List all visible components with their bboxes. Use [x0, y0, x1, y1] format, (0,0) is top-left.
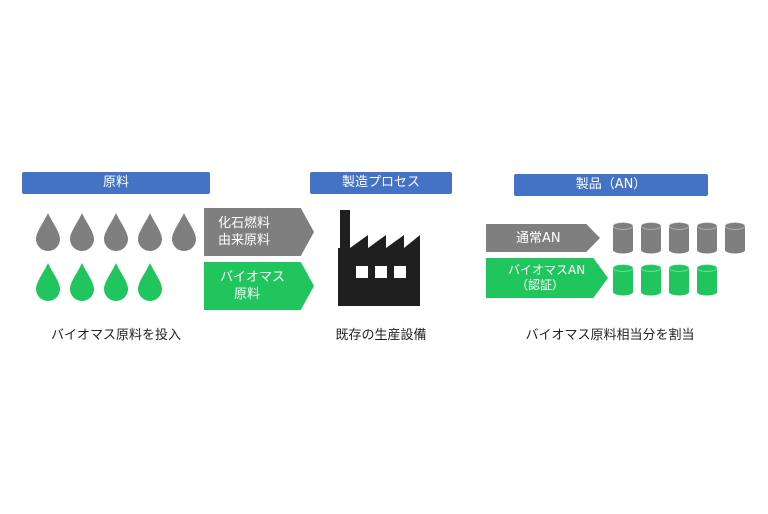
biomass-label-line1: バイオマス — [220, 270, 286, 285]
green-drop-icon — [68, 262, 96, 302]
biomass-an-label-line2: （認証） — [516, 278, 565, 292]
fossil-input-arrow: 化石燃料 由来原料 — [204, 208, 314, 256]
process-header: 製造プロセス — [310, 172, 452, 194]
gray-drop-icon — [68, 212, 96, 252]
biomass-input-arrow: バイオマス 原料 — [204, 262, 314, 310]
green-cylinder-icon — [696, 264, 718, 296]
product-header: 製品（AN） — [514, 174, 708, 196]
gray-cylinder-icon — [668, 222, 690, 254]
raw-material-header: 原料 — [22, 172, 210, 194]
normal-an-label: 通常AN — [516, 230, 561, 246]
biomass-label-line2: 原料 — [234, 287, 261, 302]
raw-material-caption: バイオマス原料を投入 — [50, 328, 181, 343]
gray-cylinder-icon — [724, 222, 746, 254]
fossil-label-line1: 化石燃料 — [218, 216, 271, 231]
gray-drop-icon — [102, 212, 130, 252]
product-caption: バイオマス原料相当分を割当 — [525, 328, 695, 343]
gray-cylinder-icon — [640, 222, 662, 254]
gray-drop-icon — [170, 212, 198, 252]
green-cylinder-icon — [612, 264, 634, 296]
green-cylinder-icon — [668, 264, 690, 296]
gray-cylinder-icon — [696, 222, 718, 254]
normal-an-arrow: 通常AN — [486, 224, 600, 252]
gray-cylinder-icon — [612, 222, 634, 254]
factory-icon — [336, 208, 422, 306]
gray-drop-icon — [34, 212, 62, 252]
green-drop-icon — [102, 262, 130, 302]
gray-drop-icon — [136, 212, 164, 252]
green-drop-icon — [34, 262, 62, 302]
biomass-an-label-line1: バイオマスAN — [508, 263, 586, 277]
fossil-label-line2: 由来原料 — [218, 233, 271, 248]
green-drop-icon — [136, 262, 164, 302]
biomass-an-arrow: バイオマスAN （認証） — [486, 258, 608, 298]
process-caption: 既存の生産設備 — [335, 328, 427, 343]
green-cylinder-icon — [640, 264, 662, 296]
